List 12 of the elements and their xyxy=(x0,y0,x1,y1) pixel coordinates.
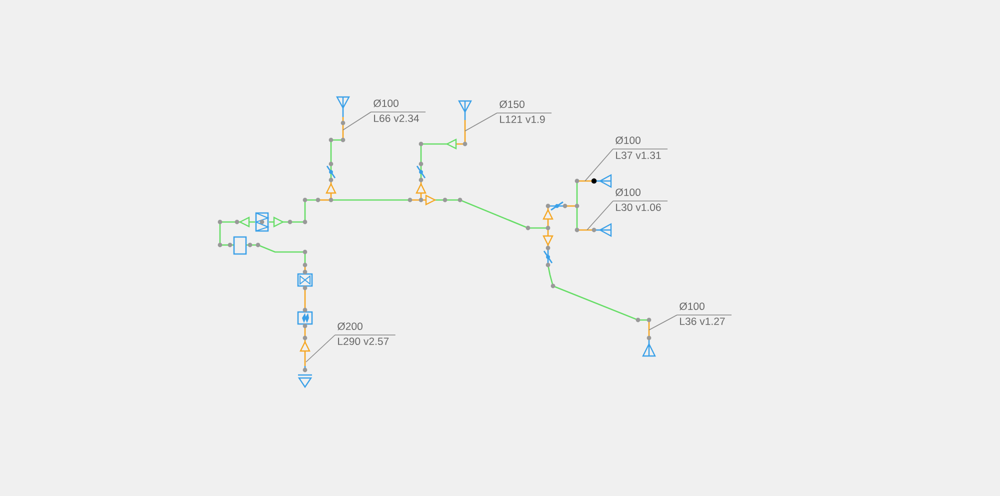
leader-line xyxy=(648,314,678,330)
pipe-label: Ø100 L37 v1.31 xyxy=(612,136,668,160)
leader-line xyxy=(306,334,336,362)
pipe-label: Ø200 L290 v2.57 xyxy=(334,322,396,346)
leader-line xyxy=(586,200,614,230)
leader-line xyxy=(464,112,498,132)
pipe-label: Ø100 L66 v2.34 xyxy=(370,99,426,122)
leader-line xyxy=(584,148,614,182)
pipe-label: Ø100 L36 v1.27 xyxy=(676,302,732,326)
pipe-label: Ø100 L30 v1.06 xyxy=(612,188,668,212)
leader-line xyxy=(342,112,372,130)
pipe-label: Ø150 L121 v1.9 xyxy=(496,100,552,124)
